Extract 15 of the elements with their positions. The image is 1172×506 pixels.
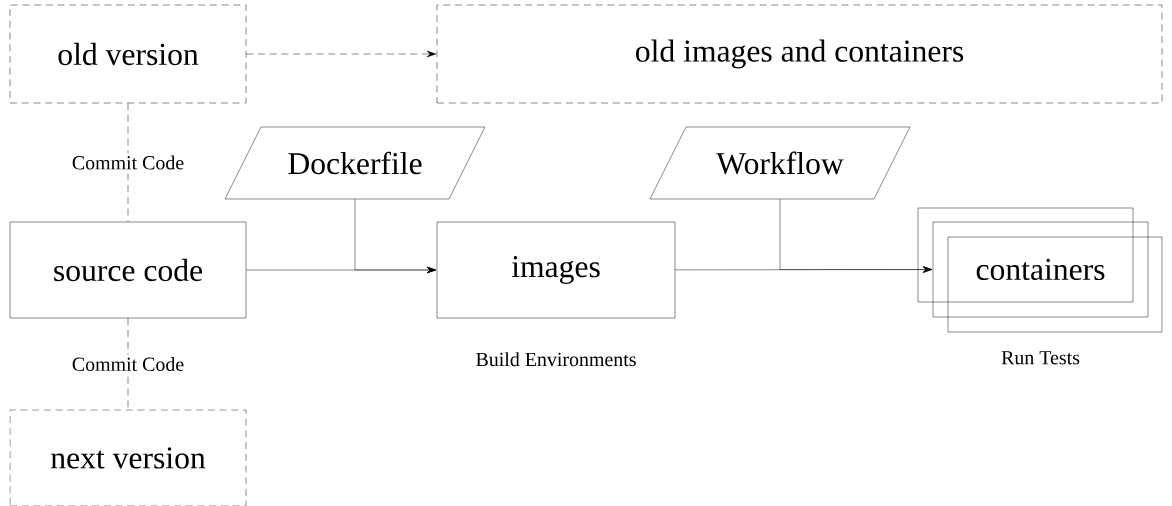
node-label: Run Tests — [1001, 351, 1080, 365]
arrow — [779, 199, 933, 273]
version-box: old version — [9, 4, 247, 104]
node-label: Build Environments — [476, 352, 636, 367]
arrow — [354, 199, 437, 274]
version-box: next version — [9, 409, 247, 506]
edge-label: Commit Code — [69, 153, 187, 172]
stacked-boxes: containers — [917, 207, 1163, 333]
edge-label: Commit Code — [69, 354, 187, 374]
storage-box: old images and containers — [436, 4, 1163, 104]
input-parallelogram: Dockerfile — [224, 126, 486, 200]
process-box: source code — [9, 221, 247, 319]
arrow — [246, 50, 437, 58]
process-box: images — [436, 221, 676, 319]
input-parallelogram: Workflow — [649, 126, 911, 200]
